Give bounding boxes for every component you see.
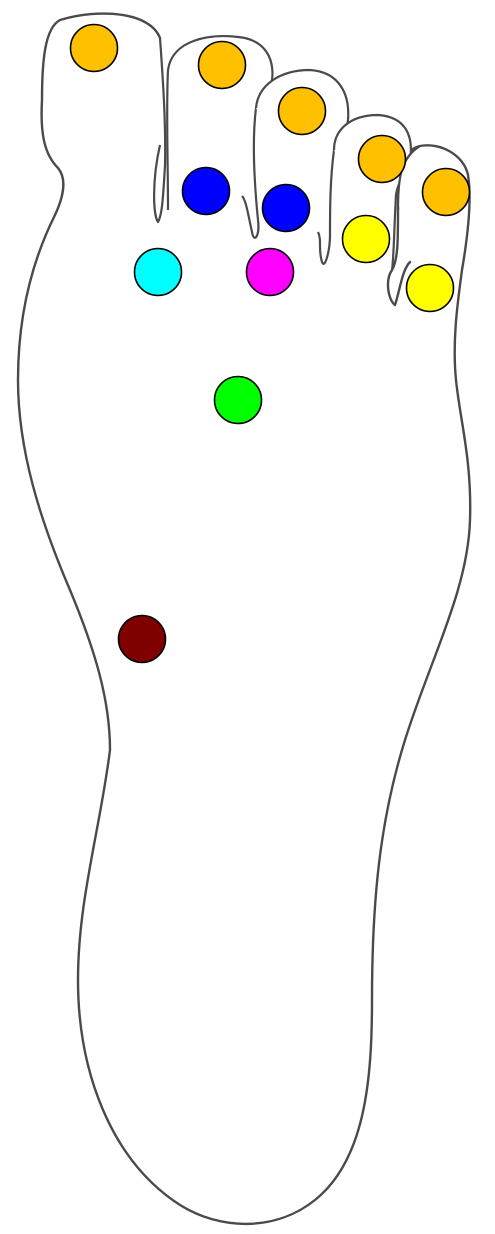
toe2-base-marker bbox=[183, 168, 230, 215]
toe3-base-marker bbox=[263, 185, 310, 232]
midfoot-marker bbox=[215, 377, 262, 424]
toe1-marker bbox=[71, 25, 118, 72]
toe4-base-marker bbox=[343, 216, 390, 263]
ball-medial-marker bbox=[135, 249, 182, 296]
arch-marker bbox=[119, 616, 166, 663]
toe4-marker bbox=[359, 136, 406, 183]
ball-center-marker bbox=[247, 249, 294, 296]
toe3-marker bbox=[279, 88, 326, 135]
toe5-base-marker bbox=[407, 265, 454, 312]
toe5-marker bbox=[423, 169, 470, 216]
toe2-marker bbox=[199, 42, 246, 89]
